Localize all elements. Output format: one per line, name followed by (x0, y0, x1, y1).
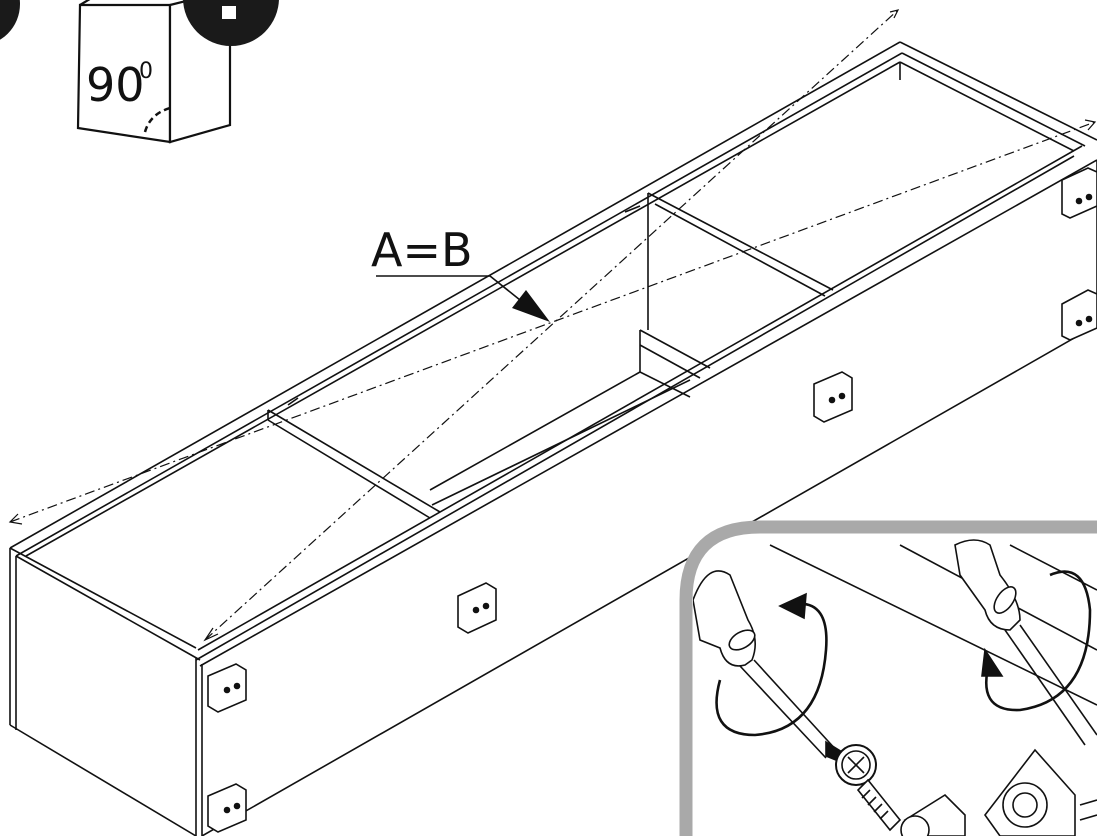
diagonal-b (9, 121, 1096, 523)
detail-inset (679, 520, 1097, 836)
rotate-cw-arrow-icon (981, 570, 1092, 712)
diagonal-measurement (9, 9, 1096, 641)
badge-square-icon (222, 6, 236, 19)
divider-panels (267, 192, 834, 519)
connector-block (1061, 289, 1097, 341)
diagonal-label-text: A=B (371, 223, 473, 277)
diagonal-label: A=B (371, 223, 550, 322)
phillips-screw-icon (835, 744, 902, 832)
square-check-icon: 90 0 (0, 0, 279, 144)
connector-blocks (207, 167, 1097, 833)
diagonal-arrowheads (8, 9, 1097, 642)
screwdriver-icon (954, 539, 1097, 746)
label-pointer-arrow (512, 290, 550, 322)
screwdriver-icon (693, 570, 844, 761)
connector-block (1061, 167, 1097, 219)
connector-block (813, 371, 853, 423)
angle-value: 90 (86, 58, 145, 112)
connector-block (207, 663, 247, 713)
angle-unit: 0 (139, 59, 153, 84)
diagonal-a (204, 9, 899, 641)
rotate-cw-arrow-icon (715, 592, 828, 737)
step-badge-left (0, 0, 20, 40)
step-badge-right (183, 0, 279, 46)
connector-block (207, 783, 247, 833)
connector-block (457, 582, 497, 634)
angle-arc (143, 106, 171, 133)
cabinet-carcass (9, 41, 1097, 836)
